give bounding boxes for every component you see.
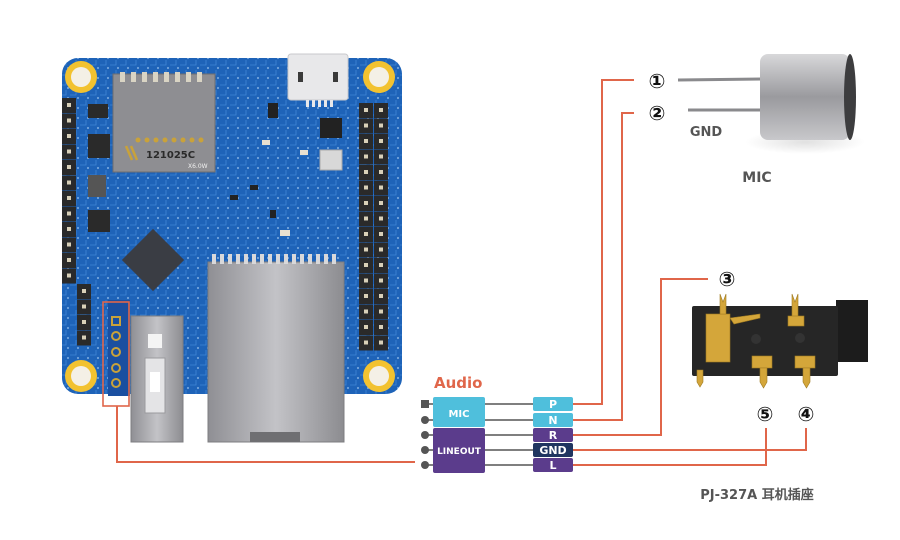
mounting-hole: [363, 360, 395, 392]
connector-pin: [421, 431, 429, 439]
mic-group-block: [433, 397, 485, 427]
mounting-hole: [65, 61, 97, 93]
pin-label-block-n: [533, 413, 573, 427]
soc-chip: [121, 228, 185, 292]
mounting-hole: [65, 360, 97, 392]
pin-label-r: R: [549, 429, 558, 442]
wire-board-to-connector: [116, 406, 415, 463]
connector-pin: [421, 416, 429, 424]
mounting-hole: [363, 61, 395, 93]
jack-pin4-number: ④: [798, 402, 815, 426]
jack-pin5-number: ⑤: [757, 402, 774, 426]
sd-slot-submarking: X6.0W: [188, 163, 208, 170]
connector-pin: [421, 461, 429, 469]
jack-pin3-number: ③: [719, 267, 736, 291]
connector-pin-square: [421, 400, 429, 408]
micro-usb-port: [287, 53, 349, 107]
nanopi-board: 121025C X6.0W: [62, 53, 402, 443]
jack-title: PJ-327A 耳机插座: [700, 487, 813, 503]
headphone-jack: ③ ⑤ ④ PJ-327A 耳机插座: [692, 267, 868, 503]
wire-r-to-jack-pin3: [573, 278, 708, 436]
audio-connector: Audio MIC LINEOUT PNR GND L: [421, 374, 573, 473]
mic-group-label: MIC: [448, 409, 469, 420]
mounting-holes: [65, 61, 395, 392]
pin-label-block-p: [533, 397, 573, 411]
sd-slot-marking: 121025C: [146, 150, 195, 161]
lineout-group-block: [433, 428, 485, 473]
connector-pins: [421, 400, 429, 469]
jack-contacts: [696, 293, 816, 389]
pin-label-block-l: [533, 458, 573, 472]
connector-pin: [421, 446, 429, 454]
pin-label-p: P: [549, 398, 557, 411]
ethernet-port: [207, 254, 345, 443]
mic-pin2-number: ②: [649, 101, 666, 125]
mic-title: MIC: [742, 170, 771, 186]
jack-barrel: [836, 300, 868, 362]
right-pin-header: [359, 103, 388, 351]
left-pin-header: [62, 98, 91, 346]
audio-title: Audio: [434, 374, 482, 392]
pin-label-block-r: [533, 428, 573, 442]
lineout-group-label: LINEOUT: [437, 447, 482, 457]
mic-pin1-number: ①: [649, 69, 666, 93]
mic-face: [844, 54, 856, 140]
wire-n-to-mic-pin2: [573, 112, 634, 421]
wire-gnd-to-jack-pin4: [573, 428, 807, 451]
wires: [116, 79, 807, 466]
pin-label-n: N: [548, 414, 557, 427]
pin-label-block-gnd: [533, 443, 573, 457]
wire-l-to-jack-pin5: [573, 428, 767, 466]
audio-pin-header: [102, 300, 130, 407]
mic-body: [760, 54, 850, 140]
usb-a-port: [130, 315, 184, 443]
pin-label-l: L: [549, 459, 556, 472]
wire-p-to-mic-pin1: [573, 79, 634, 405]
smd-components: [88, 103, 343, 236]
microphone: ① ② GND MIC: [649, 54, 865, 186]
microsd-slot: 121025C X6.0W: [112, 72, 216, 173]
mic-lead-1: [677, 77, 763, 82]
pin-label-gnd: GND: [539, 444, 566, 457]
mic-gnd-label: GND: [690, 125, 723, 140]
